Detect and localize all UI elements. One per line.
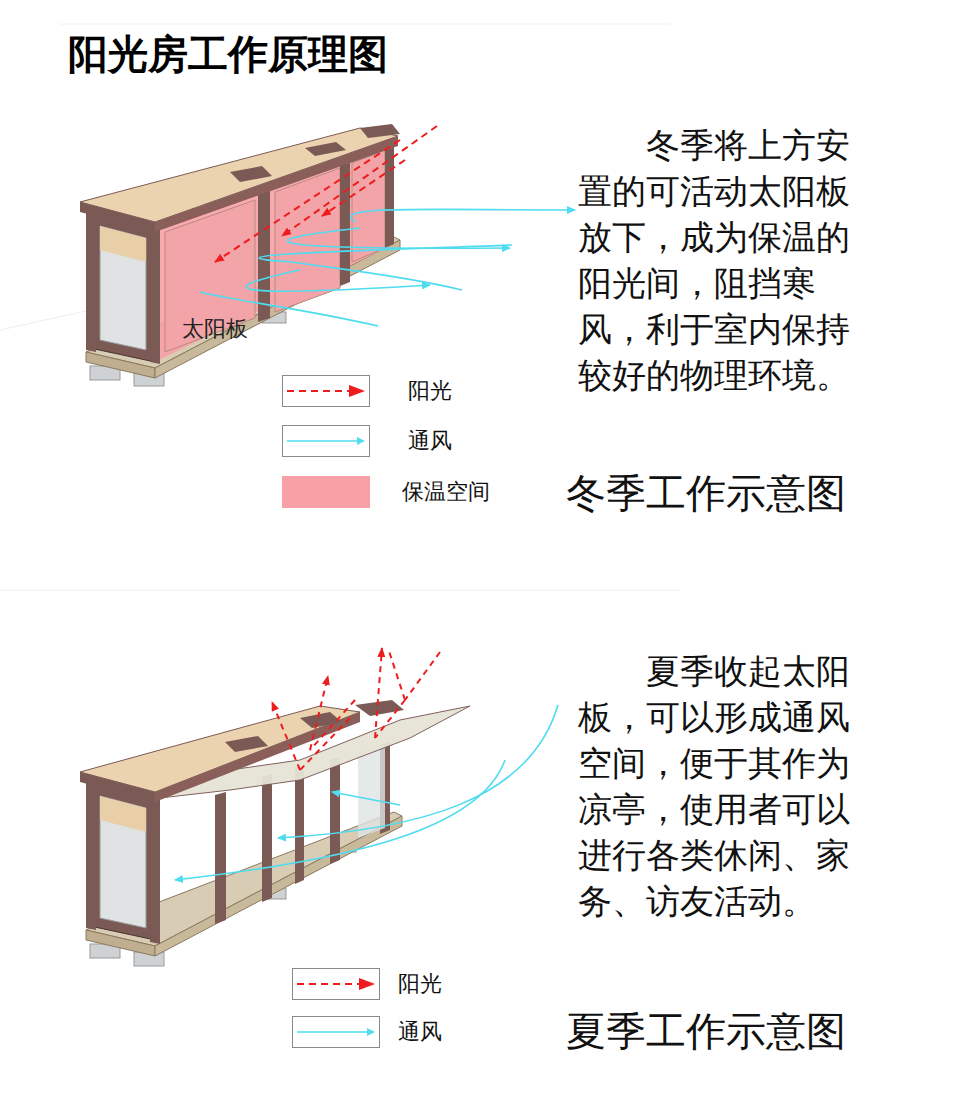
sunlight-sample [293, 969, 379, 999]
legend-text: 阳光 [408, 375, 452, 407]
legend-text: 阳光 [398, 968, 442, 1000]
summer-caption: 夏季工作示意图 [566, 1006, 846, 1056]
legend-text: 通风 [398, 1016, 442, 1048]
winter-sunroom [0, 124, 575, 386]
winter-caption: 冬季工作示意图 [566, 468, 846, 518]
panel-label: 太阳板 [182, 315, 248, 343]
legend-swatch [292, 1016, 380, 1048]
legend-swatch [282, 476, 370, 508]
wind-sample [283, 426, 369, 456]
legend-text: 保温空间 [402, 476, 490, 508]
legend-swatch [292, 968, 380, 1000]
winter-description: 冬季将上方安置的可活动太阳板放下，成为保温的阳光间，阻挡寒风，利于室内保持较好的… [578, 122, 860, 398]
diagram-title: 阳光房工作原理图 [68, 28, 388, 80]
legend-swatch [282, 375, 370, 407]
sunlight-sample [283, 376, 369, 406]
summer-description: 夏季收起太阳板，可以形成通风空间，便于其作为凉亭，使用者可以进行各类休闲、家务、… [578, 648, 860, 924]
summer-sunroom [80, 648, 558, 966]
legend-text: 通风 [408, 425, 452, 457]
legend-swatch [282, 425, 370, 457]
wind-sample [293, 1017, 379, 1047]
